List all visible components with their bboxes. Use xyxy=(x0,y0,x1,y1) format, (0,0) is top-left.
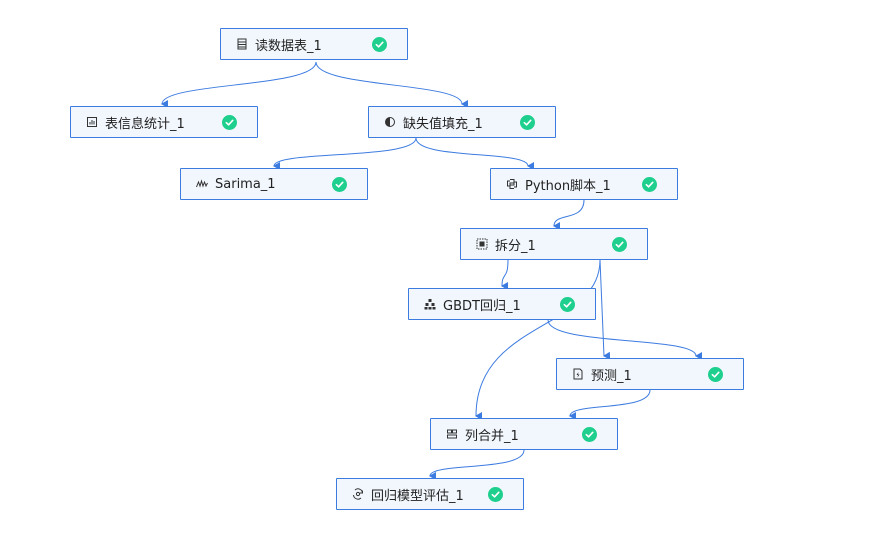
edge-merge_cols-to-reg_eval xyxy=(429,449,525,481)
tree-icon xyxy=(424,298,436,310)
table-icon xyxy=(236,38,248,50)
node-label: 读数据表_1 xyxy=(255,38,322,54)
success-check-icon xyxy=(332,176,347,192)
node-predict[interactable]: 预测_1 xyxy=(556,358,744,390)
node-label: 表信息统计_1 xyxy=(105,116,185,132)
python-icon xyxy=(506,178,518,190)
edge-gbdt-to-predict xyxy=(547,319,703,360)
edge-missing_fill-to-python_script xyxy=(415,137,535,170)
node-label: 预测_1 xyxy=(591,368,632,384)
split-icon xyxy=(476,238,488,250)
eval-icon xyxy=(352,488,364,500)
node-label: Python脚本_1 xyxy=(525,178,611,194)
edge-split-to-gbdt xyxy=(501,259,509,291)
success-check-icon xyxy=(222,114,237,130)
node-merge-cols[interactable]: 列合并_1 xyxy=(430,418,618,450)
edge-predict-to-merge_cols xyxy=(569,389,651,421)
node-table-stats[interactable]: 表信息统计_1 xyxy=(70,106,258,138)
predict-icon xyxy=(572,368,584,380)
edge-split-to-merge_cols xyxy=(475,259,601,421)
node-label: GBDT回归_1 xyxy=(443,298,521,314)
wave-icon xyxy=(196,178,208,190)
node-gbdt[interactable]: GBDT回归_1 xyxy=(408,288,596,320)
node-python-script[interactable]: Python脚本_1 xyxy=(490,168,678,200)
node-split[interactable]: 拆分_1 xyxy=(460,228,648,260)
success-check-icon xyxy=(560,296,575,312)
node-label: 回归模型评估_1 xyxy=(371,488,464,504)
success-check-icon xyxy=(642,176,657,192)
node-missing-fill[interactable]: 缺失值填充_1 xyxy=(368,106,556,138)
stats-icon xyxy=(86,116,98,128)
node-sarima[interactable]: Sarima_1 xyxy=(180,168,368,200)
node-label: Sarima_1 xyxy=(215,176,276,192)
success-check-icon xyxy=(520,114,535,130)
edge-python_script-to-split xyxy=(553,199,585,231)
success-check-icon xyxy=(708,366,723,382)
node-reg-eval[interactable]: 回归模型评估_1 xyxy=(336,478,524,510)
edge-split-to-predict xyxy=(599,259,611,360)
success-check-icon xyxy=(612,236,627,252)
merge-icon xyxy=(446,428,458,440)
node-read-table[interactable]: 读数据表_1 xyxy=(220,28,408,60)
edge-missing_fill-to-sarima xyxy=(273,137,417,171)
node-label: 缺失值填充_1 xyxy=(403,116,483,132)
node-label: 列合并_1 xyxy=(465,428,519,444)
success-check-icon xyxy=(488,486,503,502)
edge-read_table-to-missing_fill xyxy=(315,61,469,108)
node-label: 拆分_1 xyxy=(495,238,536,254)
half-circle-icon xyxy=(384,116,396,128)
success-check-icon xyxy=(582,426,597,442)
success-check-icon xyxy=(372,36,387,52)
edge-read_table-to-table_stats xyxy=(161,61,317,109)
